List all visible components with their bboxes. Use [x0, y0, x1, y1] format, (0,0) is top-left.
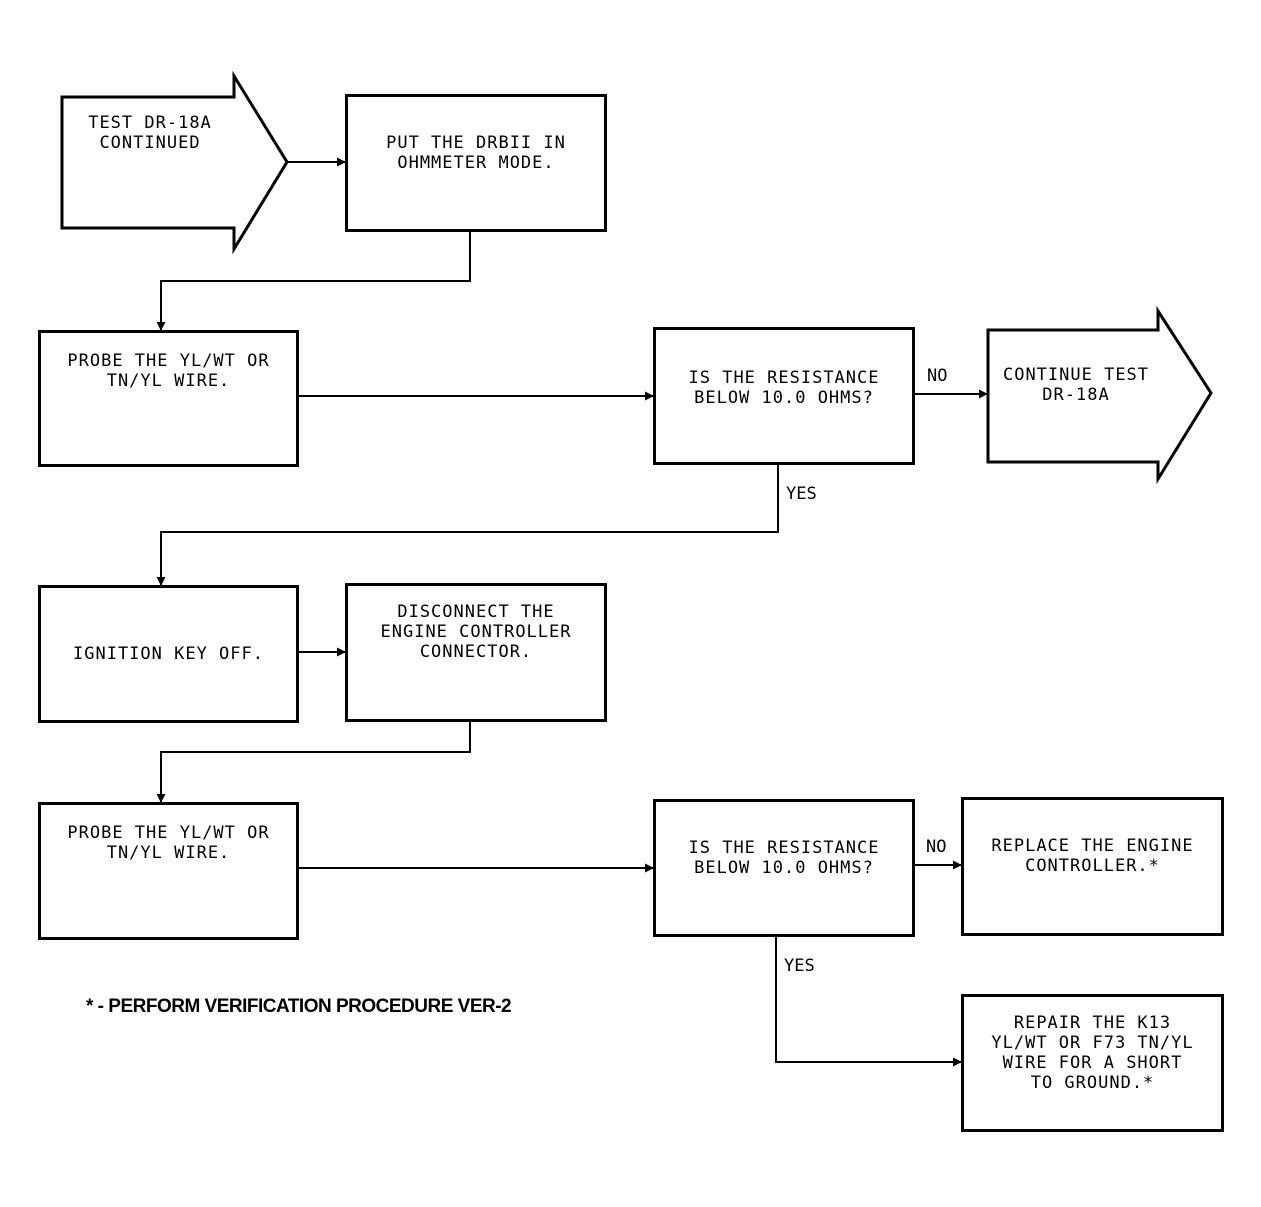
replace-controller-text: REPLACE THE ENGINE CONTROLLER.* — [991, 836, 1194, 876]
repair-wire-text: REPAIR THE K13 YL/WT OR F73 TN/YL WIRE F… — [991, 1013, 1194, 1093]
ignition-off-box: IGNITION KEY OFF. — [38, 585, 299, 723]
verification-footnote: * - PERFORM VERIFICATION PROCEDURE VER-2 — [86, 996, 512, 1017]
decision-1-no-label: NO — [927, 366, 948, 386]
decision-box-1: IS THE RESISTANCE BELOW 10.0 OHMS? — [653, 327, 915, 465]
ignition-off-text: IGNITION KEY OFF. — [73, 644, 264, 664]
repair-wire-box: REPAIR THE K13 YL/WT OR F73 TN/YL WIRE F… — [961, 994, 1224, 1132]
start-node-text: TEST DR-18A CONTINUED — [88, 113, 212, 153]
probe-wire-text-2: PROBE THE YL/WT OR TN/YL WIRE. — [67, 823, 270, 863]
probe-wire-box-1: PROBE THE YL/WT OR TN/YL WIRE. — [38, 330, 299, 467]
decision-2-yes-label: YES — [784, 956, 815, 976]
edge-decision1-yes — [156, 464, 779, 586]
edge-disconnect-to-probe2 — [156, 720, 471, 803]
put-ohmmeter-box: PUT THE DRBII IN OHMMETER MODE. — [345, 94, 607, 232]
edge-ohmmeter-to-probe1 — [156, 230, 471, 331]
continue-arrow-shape — [986, 305, 1213, 485]
probe-wire-box-2: PROBE THE YL/WT OR TN/YL WIRE. — [38, 802, 299, 940]
decision-text-2: IS THE RESISTANCE BELOW 10.0 OHMS? — [688, 838, 880, 878]
continue-test-text: CONTINUE TEST DR-18A — [1002, 365, 1150, 405]
edge-decision2-yes — [775, 936, 962, 1067]
disconnect-connector-box: DISCONNECT THE ENGINE CONTROLLER CONNECT… — [345, 583, 607, 722]
put-ohmmeter-text: PUT THE DRBII IN OHMMETER MODE. — [386, 133, 566, 173]
decision-2-no-label: NO — [926, 837, 947, 857]
start-arrow-shape — [60, 70, 289, 255]
replace-controller-box: REPLACE THE ENGINE CONTROLLER.* — [961, 797, 1224, 936]
probe-wire-text-1: PROBE THE YL/WT OR TN/YL WIRE. — [67, 351, 270, 391]
disconnect-connector-text: DISCONNECT THE ENGINE CONTROLLER CONNECT… — [380, 602, 572, 662]
decision-text-1: IS THE RESISTANCE BELOW 10.0 OHMS? — [688, 368, 880, 408]
decision-box-2: IS THE RESISTANCE BELOW 10.0 OHMS? — [653, 799, 915, 937]
decision-1-yes-label: YES — [786, 484, 817, 504]
